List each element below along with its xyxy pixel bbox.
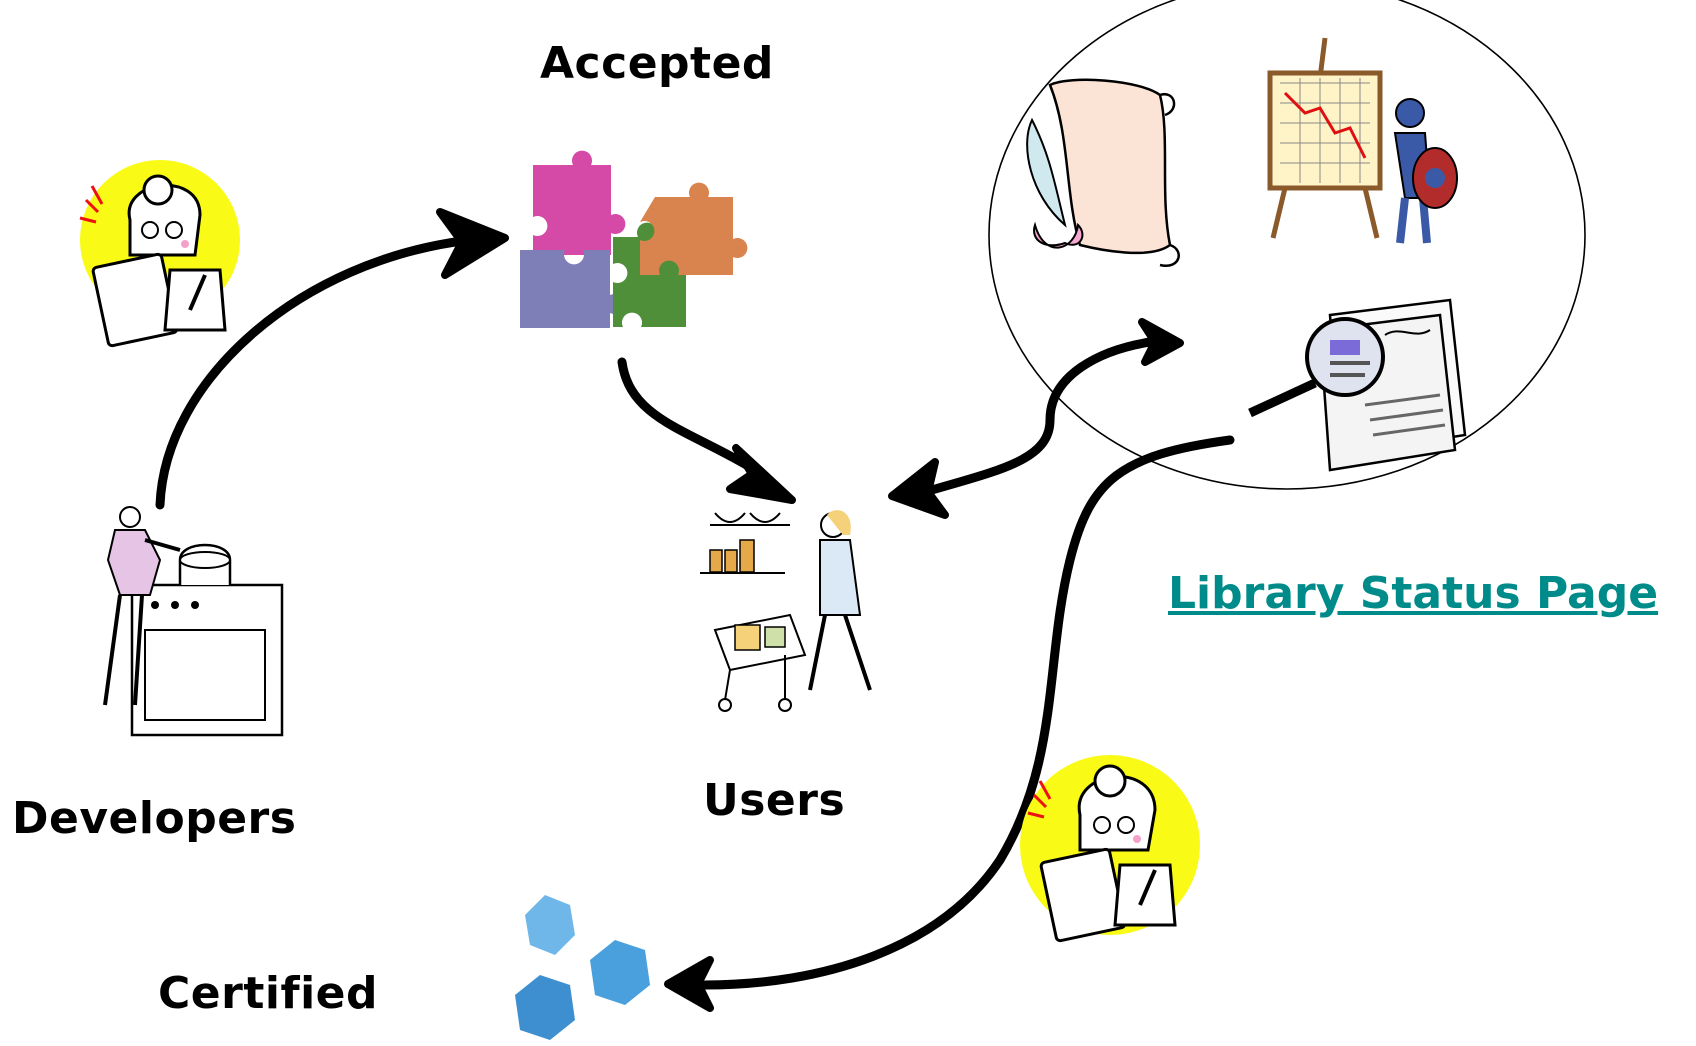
arrow-status-to-certified xyxy=(664,435,1235,1012)
reviewer-icon-top xyxy=(79,160,240,348)
users-label: Users xyxy=(703,775,846,826)
library-status-page-link[interactable]: Library Status Page xyxy=(1168,568,1659,619)
developers-label: Developers xyxy=(12,793,297,844)
accepted-label: Accepted xyxy=(540,38,774,89)
knight-chart-easel-icon xyxy=(1267,37,1458,244)
puzzle-pieces-icon xyxy=(520,150,748,328)
magnifier-document-icon xyxy=(1248,298,1467,472)
reviewer-icon-bottom xyxy=(1020,755,1200,943)
status-group-ellipse xyxy=(988,0,1586,490)
arrow-users-status-bidirectional xyxy=(888,318,1184,519)
arrow-developers-to-accepted xyxy=(155,208,509,510)
hexagon-cluster-icon xyxy=(515,895,650,1040)
certified-label: Certified xyxy=(158,968,379,1019)
shopper-with-cart-icon xyxy=(700,510,872,712)
arrow-accepted-to-users xyxy=(617,357,796,504)
scroll-quill-icon xyxy=(1026,78,1180,268)
cook-at-stove-icon xyxy=(103,506,284,737)
